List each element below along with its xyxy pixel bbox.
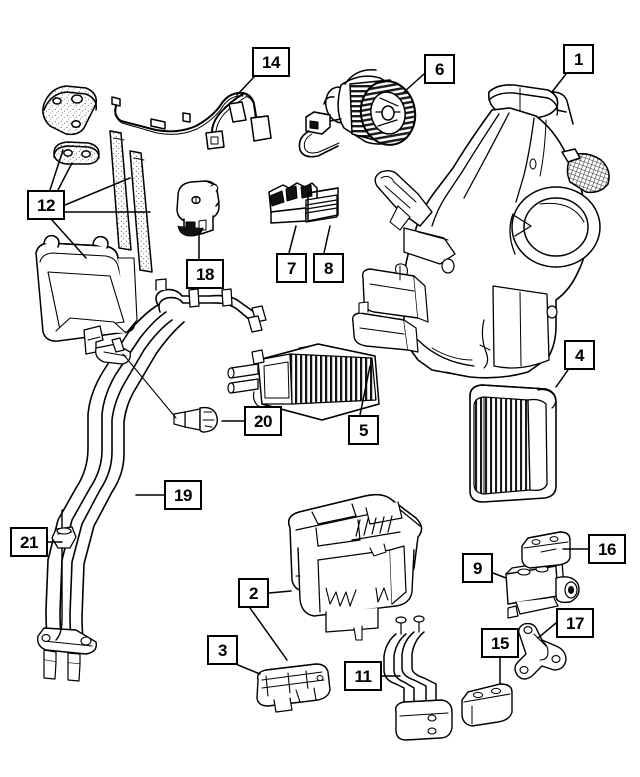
part-19-heater-hoses bbox=[36, 278, 267, 682]
callout-14-wiring-harness[interactable]: 14 bbox=[252, 47, 290, 77]
callout-3-air-inlet-door[interactable]: 3 bbox=[207, 635, 238, 665]
callout-number-label: 14 bbox=[262, 52, 280, 72]
leader-line-12 bbox=[51, 219, 87, 259]
callout-number-label: 12 bbox=[37, 195, 55, 215]
callout-19-heater-hoses-assembly[interactable]: 19 bbox=[164, 480, 202, 510]
callout-number-label: 3 bbox=[218, 640, 227, 660]
callout-20-heater-hose-fitting-bolt[interactable]: 20 bbox=[244, 406, 282, 436]
part-7-8-blower-resistor bbox=[268, 182, 339, 224]
callout-number-label: 20 bbox=[254, 411, 272, 431]
leader-line-17 bbox=[537, 622, 557, 639]
part-15-mount-block-lower bbox=[461, 683, 513, 727]
part-16-mount-block-upper bbox=[521, 531, 571, 569]
callout-4-air-conditioning-evaporator[interactable]: 4 bbox=[564, 340, 595, 370]
callout-leader-lines bbox=[47, 73, 589, 684]
part-9-expansion-valve bbox=[505, 559, 580, 619]
callout-number-label: 19 bbox=[174, 485, 192, 505]
leader-line-6 bbox=[403, 73, 425, 93]
callout-number-label: 5 bbox=[359, 420, 368, 440]
callout-number-label: 15 bbox=[491, 633, 509, 653]
callout-number-label: 16 bbox=[598, 539, 616, 559]
leader-line-9 bbox=[492, 572, 507, 579]
callout-16-mounting-block-upper[interactable]: 16 bbox=[588, 534, 626, 564]
part-11-ac-lines bbox=[383, 615, 453, 741]
callout-1-heater-air-conditioner-housing[interactable]: 1 bbox=[563, 44, 594, 74]
callout-number-label: 11 bbox=[354, 666, 372, 686]
callout-number-label: 1 bbox=[574, 49, 583, 69]
callout-18-mode-door-actuator[interactable]: 18 bbox=[186, 259, 224, 289]
callout-number-label: 9 bbox=[473, 558, 482, 578]
callout-5-heater-core[interactable]: 5 bbox=[348, 415, 379, 445]
callout-number-label: 2 bbox=[249, 583, 258, 603]
leader-line-14 bbox=[236, 76, 255, 96]
part-17-bracket-arm bbox=[514, 622, 567, 680]
part-4-evaporator bbox=[469, 384, 557, 503]
leader-line-2 bbox=[268, 590, 292, 594]
callout-number-label: 6 bbox=[435, 59, 444, 79]
callout-11-a-c-liquid-and-suction-line[interactable]: 11 bbox=[344, 661, 382, 691]
leader-line-3 bbox=[237, 664, 261, 675]
part-12-seals-and-gaskets bbox=[35, 85, 153, 342]
leader-line-7 bbox=[288, 225, 297, 254]
leader-line-12 bbox=[64, 177, 131, 206]
part-1-hvac-housing bbox=[351, 84, 610, 379]
part-2-recirculation-housing bbox=[287, 493, 423, 641]
leader-line-8 bbox=[323, 225, 331, 254]
callout-2-recirculation-air-housing[interactable]: 2 bbox=[238, 578, 269, 608]
leader-line-12 bbox=[49, 149, 64, 191]
leader-line-2 bbox=[249, 607, 288, 661]
callout-15-mounting-block-lower[interactable]: 15 bbox=[481, 628, 519, 658]
part-3-air-inlet-door bbox=[256, 663, 331, 713]
callout-12-seals-and-gaskets[interactable]: 12 bbox=[27, 190, 65, 220]
callout-9-expansion-valve[interactable]: 9 bbox=[462, 553, 493, 583]
callout-number-label: 21 bbox=[20, 532, 38, 552]
leader-line-5 bbox=[359, 365, 371, 416]
part-21-retaining-nut bbox=[51, 509, 77, 641]
callout-7-blower-motor-resistor[interactable]: 7 bbox=[276, 253, 307, 283]
callout-number-label: 17 bbox=[566, 613, 584, 633]
callout-6-blower-motor-with-wheel[interactable]: 6 bbox=[424, 54, 455, 84]
callout-number-label: 4 bbox=[575, 345, 584, 365]
callout-number-label: 8 bbox=[324, 258, 333, 278]
leader-line-4 bbox=[555, 369, 569, 388]
callout-17-mounting-bracket-arm[interactable]: 17 bbox=[556, 608, 594, 638]
callout-number-label: 18 bbox=[196, 264, 214, 284]
part-6-blower-motor bbox=[298, 69, 417, 158]
part-20-hose-bolt bbox=[122, 353, 219, 433]
callout-21-hose-retaining-nut[interactable]: 21 bbox=[10, 527, 48, 557]
callout-8-resistor-heat-sink[interactable]: 8 bbox=[313, 253, 344, 283]
leader-line-1 bbox=[551, 73, 567, 93]
callout-number-label: 7 bbox=[287, 258, 296, 278]
part-18-mode-door-actuator bbox=[176, 180, 220, 237]
part-5-heater-core bbox=[227, 343, 380, 421]
leader-line-12 bbox=[57, 162, 73, 191]
part-14-wiring-harness bbox=[111, 91, 272, 150]
